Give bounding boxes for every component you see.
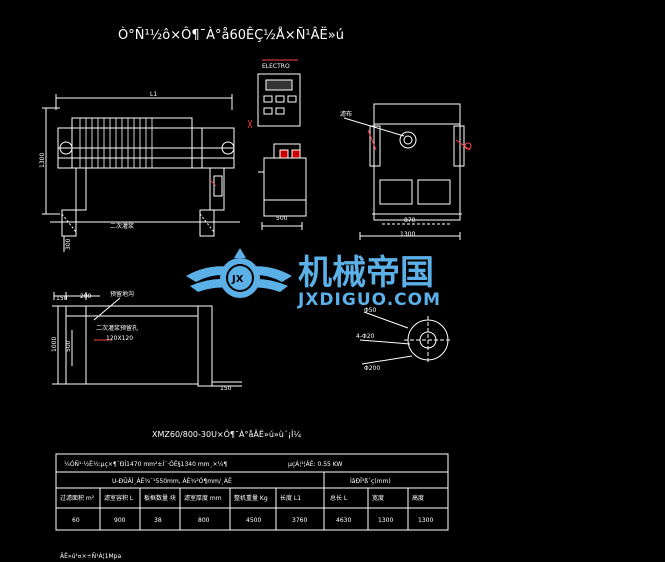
dim-plan-left: 150 xyxy=(56,295,68,302)
dim-side-inner: 870 xyxy=(404,217,416,224)
dim-front-length: L1 xyxy=(150,91,157,98)
table-cell: 900 xyxy=(114,517,126,524)
front-pit-note: 二次灌浆 xyxy=(110,222,134,230)
table-row1-right: µçÁ¦¹¦ÂÊ: 0.55 KW xyxy=(288,460,342,468)
dim-plan-left2: 200 xyxy=(80,293,92,300)
side-label: 滤布 xyxy=(340,110,352,118)
table-row1-left: ¼ÓÑ¹·½Ê½:µç×¶¯ÐÍ1470 mm²±Ì¨·ÖÊ§1340 mm¸×… xyxy=(64,460,227,468)
drawing-footer: ÂË»ú¹¤×÷Ñ¹Á¦1Mpa xyxy=(60,553,121,560)
dim-front-height: 1300 xyxy=(39,153,46,168)
plan-note-1: 预留地沟 xyxy=(110,290,134,298)
table-header: 高度 xyxy=(412,494,424,502)
logo-english: JXDIGUO.COM xyxy=(297,290,441,310)
table-header: 板框数量 块 xyxy=(144,494,176,502)
table-cell: 4500 xyxy=(246,517,261,524)
dim-side-outer: 1300 xyxy=(400,231,415,238)
side-markers xyxy=(367,129,472,151)
table-row2-right: ÍâÐÎ³ß´ç(mm) xyxy=(350,478,391,485)
dim-plan-mid: 500 xyxy=(65,340,72,352)
control-box xyxy=(257,59,301,127)
table-header: 总长 L xyxy=(330,494,348,502)
table-header: 过滤面积 m² xyxy=(60,494,95,502)
table-cell: 60 xyxy=(72,517,80,524)
logo-chinese: 机械帝国 xyxy=(298,253,434,293)
dim-plan-height: 1000 xyxy=(51,337,58,352)
table-header: 长度 L1 xyxy=(280,494,301,502)
table-header: 宽度 xyxy=(372,494,384,502)
table-cell: 3760 xyxy=(292,517,307,524)
round-dim-1: Φ50 xyxy=(364,307,377,314)
round-detail xyxy=(359,311,452,365)
table-cell: 38 xyxy=(154,517,162,524)
dim-front-base: 300 xyxy=(65,238,72,250)
control-box-label: ELECTRO xyxy=(262,63,290,70)
table-header: 整机重量 Kg xyxy=(234,494,268,502)
table-cell: 1300 xyxy=(418,517,433,524)
plan-view xyxy=(52,292,242,387)
table-cell: 4630 xyxy=(336,517,351,524)
table-header: 滤室厚度 mm xyxy=(184,494,222,502)
dim-pump-width: 500 xyxy=(276,215,288,222)
dim-plan-bottom: 150 xyxy=(220,385,232,392)
plan-note-2: 二次灌浆预留孔 xyxy=(96,324,138,332)
round-dim-2: Φ200 xyxy=(364,365,380,372)
spec-table xyxy=(55,453,449,531)
front-markers xyxy=(209,119,253,187)
pump-station xyxy=(258,143,307,230)
round-note: 4-Φ20 xyxy=(356,333,375,340)
watermark-logo: JX xyxy=(186,248,292,298)
svg-text:JX: JX xyxy=(231,274,244,285)
table-header: 滤室容积 L xyxy=(104,494,134,502)
front-view xyxy=(42,94,240,252)
drawing-title: Ò°Ñ¹½ô×Ô¶¯À­°å60ÊÇ½Å×Ñ¹ÂË»ú xyxy=(118,27,344,43)
table-cell: 800 xyxy=(198,517,210,524)
drawing-caption: XMZ60/800-30U×Ô¶¯À­°åÂË»ú»ù´¡Í¼ xyxy=(152,428,301,439)
plan-note-3: 120X120 xyxy=(106,335,133,342)
table-row2-left: U-ÐÛÂÍ¸ÀÊ¾¯¹550mm, ÀÊ¾²Ó¶mm/¸ÀÊ xyxy=(112,477,232,485)
table-cell: 1300 xyxy=(378,517,393,524)
